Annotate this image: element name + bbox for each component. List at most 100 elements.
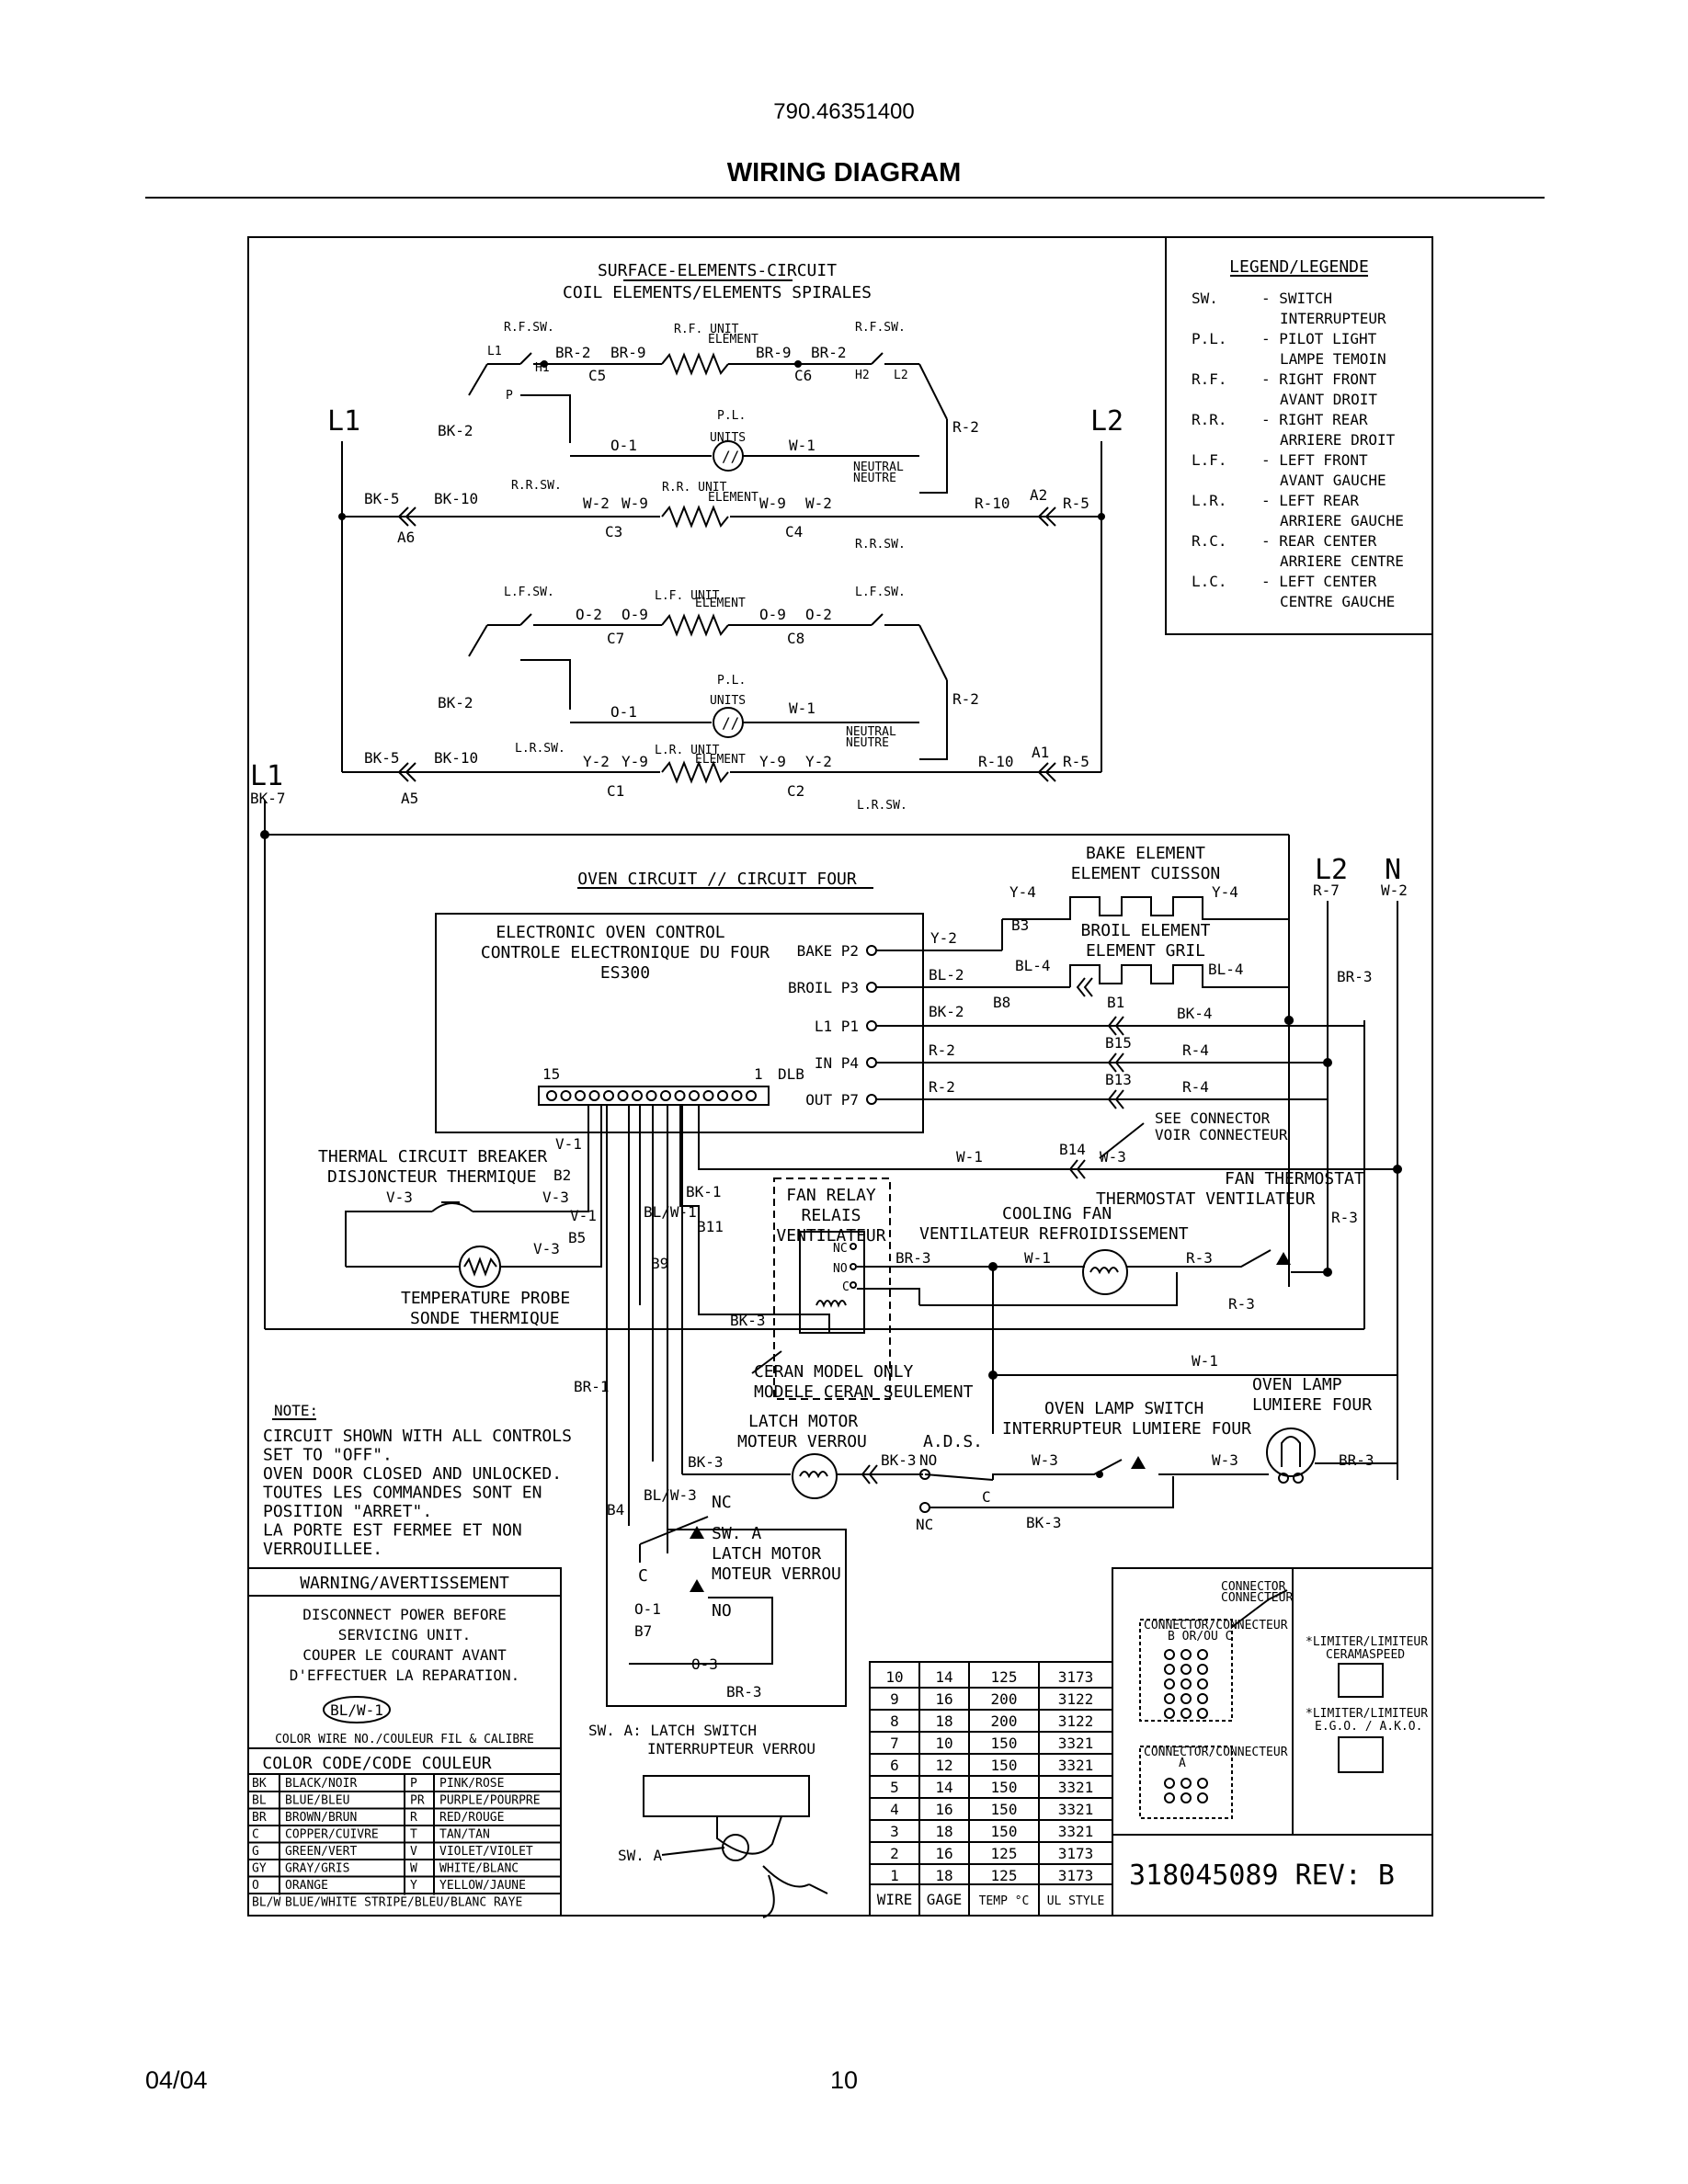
- wire-table-cell: 200: [991, 1712, 1018, 1730]
- connector-label: B7: [634, 1622, 652, 1640]
- wire-label: W-3: [1032, 1451, 1058, 1469]
- legend-english: - RIGHT REAR: [1261, 411, 1368, 428]
- connector-b-label: CONNECTOR/CONNECTEUR: [1144, 1619, 1288, 1632]
- wire-label: R-3: [1186, 1249, 1213, 1267]
- wire-label: W-9: [759, 495, 786, 512]
- wire-label: BR-1: [574, 1378, 610, 1395]
- connector-pin: [1197, 1708, 1208, 1719]
- ads-nc-label: NC: [916, 1516, 933, 1533]
- wire-table-cell: 9: [890, 1690, 899, 1708]
- color-abbr: GY: [252, 1862, 267, 1876]
- rf-unit-label: R.F. UNIT: [674, 323, 739, 336]
- note-line: LA PORTE EST FERMEE ET NON: [263, 1521, 522, 1541]
- wire-label: BR-2: [555, 344, 591, 361]
- wire-table-cell: 10: [935, 1735, 952, 1752]
- part-number: 318045089 REV: B: [1129, 1860, 1395, 1892]
- wire-label: V-3: [533, 1240, 560, 1257]
- wire-label: W-1: [1024, 1249, 1051, 1267]
- lr-switch-label: L.R.SW.: [515, 742, 565, 756]
- warning-line: D'EFFECTUER LA REPARATION.: [290, 1666, 519, 1684]
- diagram-frame: [247, 236, 1433, 1917]
- latch-switch-detail: SW. A: LATCH SWITCH INTERRUPTEUR VERROU …: [588, 1722, 828, 1918]
- limiter-ego: E.G.O. / A.K.O.: [1315, 1720, 1422, 1734]
- pl-label: P.L.: [717, 409, 746, 423]
- model-number: 790.46351400: [773, 99, 915, 124]
- page-title: WIRING DIAGRAM: [726, 158, 962, 188]
- latch-switch-label: SW. A: LATCH SWITCH: [588, 1722, 757, 1739]
- wire-table-cell: 125: [991, 1845, 1018, 1862]
- wire-table-cell: 6: [890, 1757, 899, 1774]
- wire-table-cell: 16: [935, 1801, 952, 1818]
- legend-french: AVANT GAUCHE: [1280, 472, 1386, 489]
- wire-label: Y-2: [805, 753, 832, 770]
- wire-label: R-7: [1313, 882, 1340, 899]
- wire-label: BK-2: [929, 1003, 964, 1020]
- pl-label-2: P.L.: [717, 674, 746, 688]
- connector-label: C5: [588, 367, 606, 384]
- wire-sample: BL/W-1: [330, 1701, 383, 1719]
- legend-english: - PILOT LIGHT: [1261, 330, 1377, 347]
- pin-broil-p3: BROIL P3: [788, 979, 859, 996]
- color-name: COPPER/CUIVRE: [285, 1828, 379, 1842]
- connector-pin: [1164, 1649, 1175, 1660]
- wire-label: V-3: [542, 1189, 569, 1206]
- header-rule: [145, 197, 1545, 199]
- latch-motor-label: LATCH MOTOR: [748, 1412, 858, 1431]
- dlb-pin: [660, 1090, 671, 1101]
- color-abbr: V: [410, 1845, 417, 1859]
- fan-relay-label: FAN RELAY: [786, 1186, 876, 1205]
- connector-label: C2: [787, 782, 804, 800]
- wire-table-cell: 150: [991, 1735, 1018, 1752]
- connector-pin: [1180, 1778, 1192, 1789]
- color-abbr: BK: [252, 1777, 267, 1791]
- wire-table-cell: 3122: [1058, 1712, 1094, 1730]
- color-name: ORANGE: [285, 1879, 328, 1893]
- probe-label: TEMPERATURE PROBE: [401, 1289, 570, 1308]
- legend-french: INTERRUPTEUR: [1280, 310, 1386, 327]
- swa-detail-label: SW. A: [618, 1847, 663, 1864]
- connector-pin: [1197, 1792, 1208, 1803]
- relay-no: NO: [833, 1262, 848, 1276]
- wire-table-header: UL STYLE: [1047, 1894, 1105, 1908]
- color-abbr: BL: [252, 1794, 267, 1808]
- limiter-label: *LIMITER/LIMITEUR: [1306, 1635, 1428, 1649]
- warning-title: WARNING/AVERTISSEMENT: [300, 1574, 509, 1593]
- wire-label: O-2: [576, 606, 602, 623]
- connector-label: B8: [993, 994, 1010, 1011]
- swa-no-label: NO: [712, 1601, 732, 1621]
- wire-label: Y-9: [622, 753, 648, 770]
- legend-abbr: L.C.: [1192, 573, 1227, 590]
- color-abbr: R: [410, 1811, 417, 1825]
- wire-table-cell: 10: [885, 1668, 903, 1686]
- wire-table-cell: 14: [935, 1779, 952, 1796]
- wire-table-cell: 2: [890, 1845, 899, 1862]
- ctrl-label: ELECTRONIC OVEN CONTROL: [496, 923, 724, 942]
- wire-label: W-1: [1192, 1352, 1218, 1370]
- pin-label: L1: [487, 345, 502, 358]
- connector-label: B11: [697, 1218, 724, 1235]
- connector-label: B3: [1011, 916, 1029, 934]
- connector-label: A6: [397, 529, 415, 546]
- connector-label: CONNECTOR: [1221, 1580, 1286, 1594]
- bk7-label: BK-7: [250, 790, 286, 807]
- bake-element-label-fr: ELEMENT CUISSON: [1071, 864, 1221, 883]
- connector-pin: [1164, 1678, 1175, 1689]
- pin-in-p4: IN P4: [815, 1054, 859, 1072]
- wire-label: R-10: [978, 753, 1014, 770]
- connector-label: A5: [401, 790, 418, 807]
- fan-relay-label-2: RELAIS: [801, 1206, 861, 1225]
- color-name: BLACK/NOIR: [285, 1777, 357, 1791]
- pin-l1-p1: L1 P1: [815, 1018, 859, 1035]
- wire-table-header: WIRE: [877, 1891, 913, 1908]
- wire-label: O-9: [759, 606, 786, 623]
- limiter-ceramaspeed: CERAMASPEED: [1326, 1648, 1405, 1662]
- relay-c: C: [842, 1280, 850, 1294]
- ads-label: A.D.S.: [923, 1432, 983, 1451]
- wire-label: W-1: [789, 700, 815, 717]
- wire-table-cell: 150: [991, 1823, 1018, 1840]
- color-name: BLUE/WHITE STRIPE/BLEU/BLANC RAYE: [285, 1896, 522, 1910]
- thermal-breaker-label: THERMAL CIRCUIT BREAKER: [318, 1147, 547, 1166]
- connector-label: B5: [568, 1229, 586, 1246]
- oven-lamp-label: OVEN LAMP: [1252, 1375, 1342, 1394]
